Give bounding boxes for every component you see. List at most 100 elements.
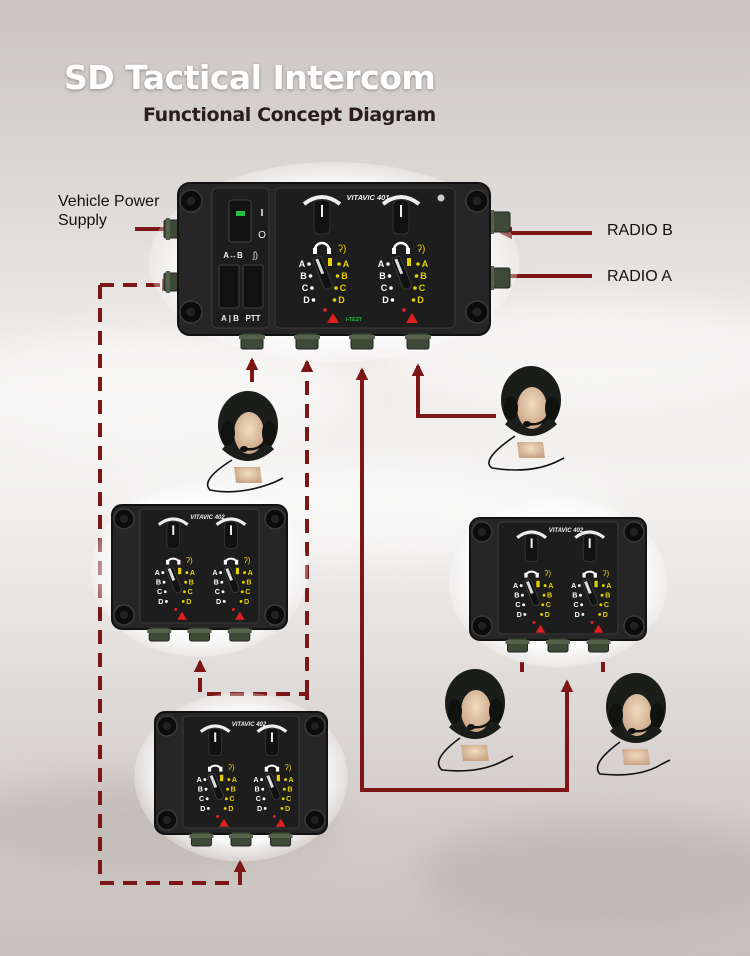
power-on-label: I bbox=[261, 208, 264, 219]
talk-channel-c: C bbox=[245, 587, 250, 596]
listen-channel-a: A bbox=[378, 259, 385, 269]
listen-channel-b: B bbox=[300, 271, 307, 281]
talk-channel-d: D bbox=[285, 804, 290, 813]
control-panel bbox=[274, 187, 456, 329]
headset-operator-1 bbox=[206, 391, 284, 493]
listen-channel-d: D bbox=[303, 295, 310, 305]
power-switch[interactable] bbox=[228, 199, 252, 243]
listen-channel-c: C bbox=[573, 600, 578, 609]
listen-channel-a: A bbox=[197, 775, 202, 784]
volume-scale-icon bbox=[516, 530, 547, 539]
headset-cable bbox=[488, 435, 565, 471]
talk-channel-b: B bbox=[420, 271, 427, 281]
listen-channel-c: C bbox=[256, 794, 261, 803]
ear-cup-icon bbox=[448, 699, 462, 723]
radio-ab-switch[interactable] bbox=[218, 264, 240, 309]
talk-channel-b: B bbox=[231, 785, 236, 794]
vehicle-power-supply-label: Vehicle Power Supply bbox=[58, 193, 160, 229]
talk-channel-a: A bbox=[248, 568, 253, 577]
ear-icon: ʔ) bbox=[544, 569, 551, 578]
ear-icon: ʔ) bbox=[186, 556, 193, 565]
listen-channel-b: B bbox=[514, 591, 519, 600]
warning-triangle-icon bbox=[219, 818, 229, 827]
talk-channel-a: A bbox=[548, 581, 553, 590]
talk-channel-c: C bbox=[546, 600, 551, 609]
volume-scale-icon bbox=[381, 195, 421, 206]
talk-channel-d: D bbox=[244, 597, 249, 606]
talk-channel-b: B bbox=[246, 578, 251, 587]
ear-icon: ʔ) bbox=[285, 763, 292, 772]
talk-channel-c: C bbox=[604, 600, 609, 609]
talk-channel-b: B bbox=[287, 785, 292, 794]
radio-a-label: RADIO A bbox=[607, 268, 672, 285]
talk-channel-d: D bbox=[186, 597, 191, 606]
volume-scale-icon bbox=[199, 724, 231, 733]
face bbox=[461, 690, 491, 732]
listen-channel-b: B bbox=[156, 578, 161, 587]
listen-channel-d: D bbox=[575, 610, 580, 619]
headset-operator-3 bbox=[437, 669, 514, 772]
headset-icon bbox=[392, 241, 410, 251]
volume-scale-icon bbox=[157, 517, 189, 526]
listen-channel-c: C bbox=[381, 283, 388, 293]
solid-link-right-up bbox=[362, 679, 574, 792]
volume-scale-icon bbox=[256, 724, 288, 733]
headset-cable bbox=[206, 459, 284, 493]
ptt-label: PTT bbox=[245, 314, 260, 323]
talk-channel-a: A bbox=[422, 259, 429, 269]
talk-channel-c: C bbox=[187, 587, 192, 596]
test-label: I-TEST bbox=[346, 317, 362, 323]
model-label: VITAVIC 402 bbox=[549, 528, 584, 534]
model-label: VITAVIC 402 bbox=[232, 722, 267, 728]
warning-triangle-icon bbox=[593, 624, 604, 633]
talk-channel-b: B bbox=[547, 591, 552, 600]
ear-cup-icon bbox=[504, 396, 518, 420]
boom-microphone-icon bbox=[245, 438, 268, 451]
listen-channel-d: D bbox=[257, 804, 262, 813]
listen-channel-b: B bbox=[379, 271, 386, 281]
headset-cable bbox=[437, 737, 514, 772]
talk-channel-c: C bbox=[229, 794, 234, 803]
ear-icon: ʔ) bbox=[228, 763, 235, 772]
volume-scale-icon bbox=[574, 530, 606, 539]
ear-icon: ʔ) bbox=[244, 556, 251, 565]
listen-channel-a: A bbox=[212, 568, 217, 577]
listen-channel-b: B bbox=[198, 785, 203, 794]
radio-b-label: RADIO B bbox=[607, 222, 673, 239]
boom-microphone-icon bbox=[528, 413, 551, 426]
ear-icon: ʔ) bbox=[602, 569, 609, 578]
listen-channel-a: A bbox=[299, 259, 306, 269]
talk-channel-b: B bbox=[605, 591, 610, 600]
talk-channel-b: B bbox=[189, 578, 194, 587]
model-label: VITAVIC 402 bbox=[190, 515, 225, 521]
listen-channel-b: B bbox=[572, 591, 577, 600]
listen-channel-a: A bbox=[513, 581, 518, 590]
warning-triangle-icon bbox=[235, 611, 245, 620]
listen-channel-d: D bbox=[216, 597, 221, 606]
ptt-switch[interactable] bbox=[242, 264, 264, 309]
warning-triangle-icon bbox=[275, 818, 286, 827]
ptt-voice-icon: ʃ) bbox=[252, 250, 258, 260]
listen-channel-d: D bbox=[158, 597, 163, 606]
talk-channel-c: C bbox=[419, 283, 426, 293]
listen-channel-d: D bbox=[382, 295, 389, 305]
indicator-lamp-icon bbox=[437, 194, 445, 202]
talk-channel-c: C bbox=[286, 794, 291, 803]
listen-channel-c: C bbox=[302, 283, 309, 293]
face bbox=[234, 412, 264, 454]
ear-cup-icon bbox=[221, 421, 235, 445]
warning-triangle-icon bbox=[327, 313, 339, 323]
talk-channel-d: D bbox=[545, 610, 550, 619]
ear-icon: ʔ) bbox=[338, 244, 346, 255]
model-label: VITAVIC 401 bbox=[346, 193, 389, 202]
talk-channel-d: D bbox=[603, 610, 608, 619]
